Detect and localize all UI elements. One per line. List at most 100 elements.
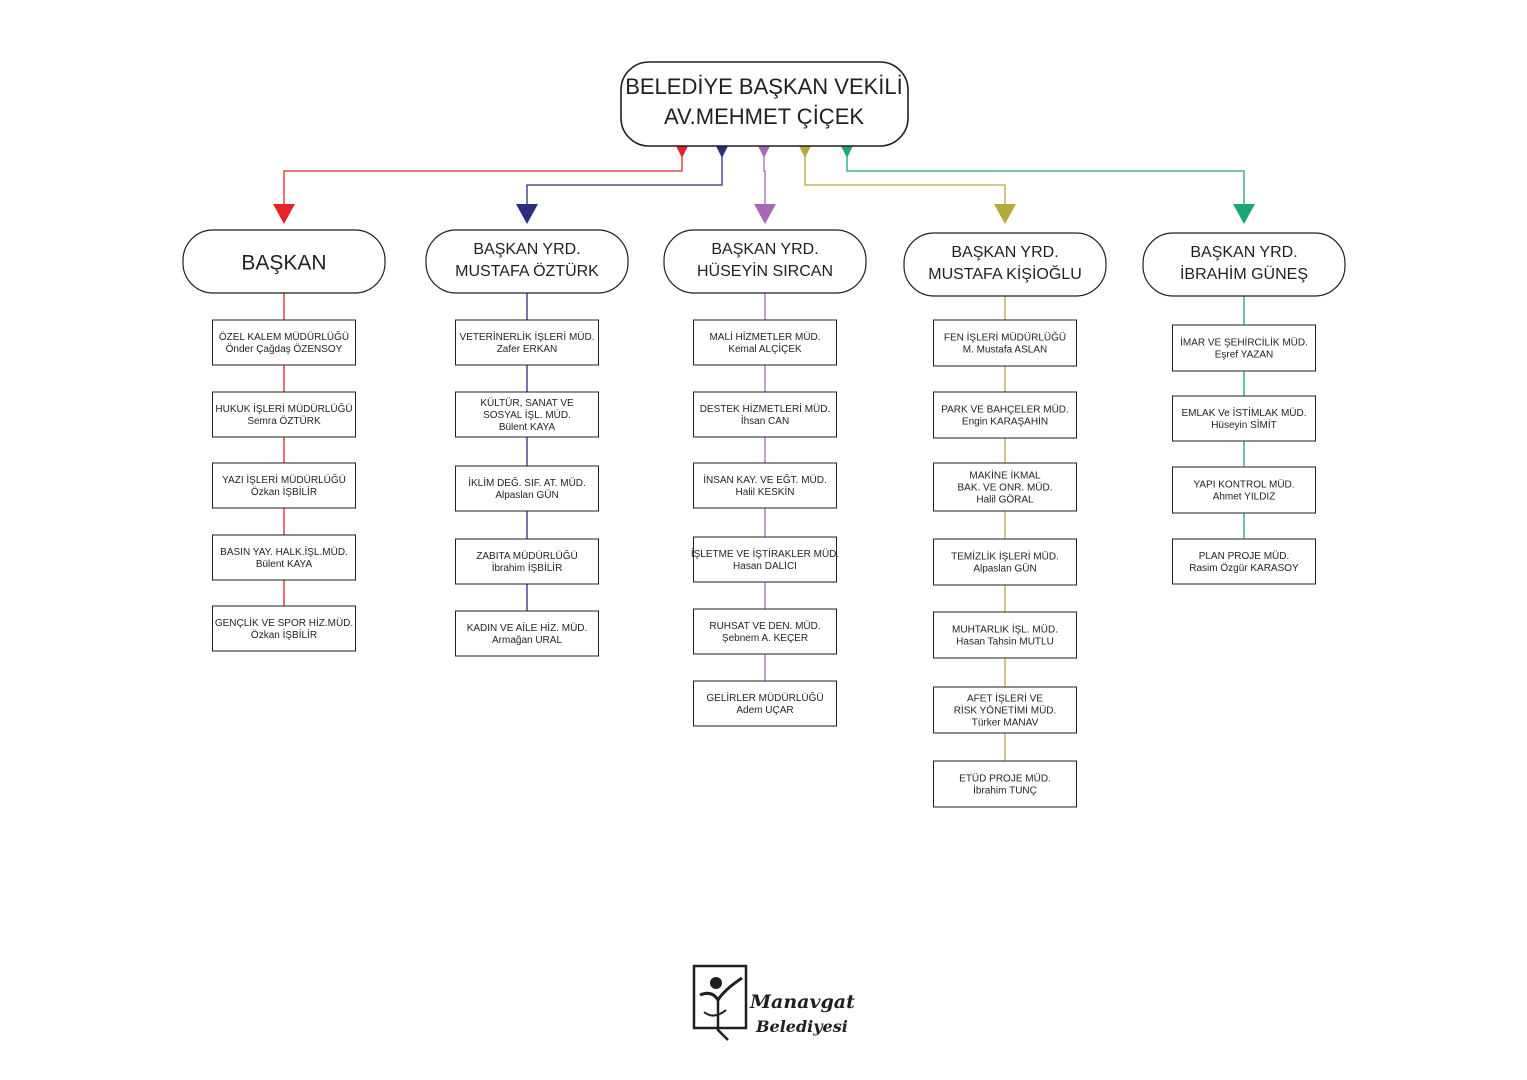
unit-box-frame bbox=[933, 462, 1077, 512]
unit-title-line: GENÇLİK VE SPOR HİZ.MÜD. bbox=[215, 616, 353, 629]
unit-box: ETÜD PROJE MÜD.İbrahim TUNÇ bbox=[933, 760, 1077, 808]
top-node-box bbox=[620, 61, 909, 147]
unit-manager-name: Özkan İŞBİLİR bbox=[251, 628, 317, 641]
unit-box-frame bbox=[212, 391, 356, 438]
unit-title-line: TEMİZLİK İŞLERİ MÜD. bbox=[951, 550, 1059, 563]
unit-title-line: FEN İŞLERİ MÜDÜRLÜĞÜ bbox=[944, 331, 1066, 344]
unit-title-line: MUHTARLIK İŞL. MÜD. bbox=[952, 623, 1058, 636]
unit-manager-name: Rasim Özgür KARASOY bbox=[1189, 562, 1299, 574]
unit-manager-name: Zafer ERKAN bbox=[497, 344, 558, 355]
unit-box-frame bbox=[212, 462, 356, 509]
unit-box: İNSAN KAY. VE EĞT. MÜD.Halil KESKİN bbox=[693, 462, 837, 509]
unit-manager-name: Halil GÖRAL bbox=[976, 494, 1034, 506]
unit-box: EMLAK Ve İSTİMLAK MÜD.Hüseyin SİMİT bbox=[1172, 395, 1316, 442]
unit-title-line: RUHSAT VE DEN. MÜD. bbox=[709, 620, 820, 632]
logo-sub: Belediyesi bbox=[755, 1017, 848, 1036]
unit-box: MALİ HİZMETLER MÜD.Kemal ALÇİÇEK bbox=[693, 319, 837, 366]
unit-box-frame bbox=[693, 319, 837, 366]
unit-manager-name: Semra ÖZTÜRK bbox=[247, 415, 321, 427]
unit-box-frame bbox=[455, 610, 599, 657]
unit-manager-name: Hasan DALICI bbox=[733, 561, 797, 572]
unit-title-line: PARK VE BAHÇELER MÜD. bbox=[941, 404, 1069, 416]
unit-manager-name: Adem UÇAR bbox=[736, 705, 793, 716]
unit-title-line: KÜLTÜR, SANAT VE bbox=[480, 397, 574, 409]
unit-title-line: İKLİM DEĞ. SIF. AT. MÜD. bbox=[468, 476, 586, 489]
unit-manager-name: Bülent KAYA bbox=[256, 559, 313, 570]
unit-box: İŞLETME VE İŞTİRAKLER MÜD.Hasan DALICI bbox=[691, 536, 839, 583]
top-node-line-1: BELEDİYE BAŞKAN VEKİLİ bbox=[625, 74, 903, 99]
unit-title-line: HUKUK İŞLERİ MÜDÜRLÜĞÜ bbox=[215, 402, 352, 415]
head-node-box bbox=[663, 229, 867, 294]
connector-line-4 bbox=[804, 148, 1006, 204]
unit-title-line: YAZI İŞLERİ MÜDÜRLÜĞÜ bbox=[222, 473, 346, 486]
unit-title-line: PLAN PROJE MÜD. bbox=[1199, 550, 1290, 562]
unit-title-line: ETÜD PROJE MÜD. bbox=[959, 773, 1051, 785]
unit-box-frame bbox=[212, 534, 356, 581]
unit-manager-name: Alpaslan GÜN bbox=[973, 563, 1036, 575]
unit-title-line: MAKİNE İKMAL bbox=[969, 469, 1041, 482]
unit-box-frame bbox=[212, 605, 356, 652]
head-node-line-1: BAŞKAN YRD. bbox=[1190, 244, 1297, 261]
unit-box: DESTEK HİZMETLERİ MÜD.İhsan CAN bbox=[693, 391, 837, 438]
unit-box-frame bbox=[933, 391, 1077, 439]
unit-manager-name: Eşref YAZAN bbox=[1215, 350, 1274, 361]
head-node-box bbox=[425, 229, 629, 294]
unit-box: YAPI KONTROL MÜD.Ahmet YILDIZ bbox=[1172, 466, 1316, 514]
unit-title-line: KADIN VE AİLE HİZ. MÜD. bbox=[467, 621, 588, 634]
unit-manager-name: Halil KESKİN bbox=[736, 485, 795, 498]
unit-box: GENÇLİK VE SPOR HİZ.MÜD.Özkan İŞBİLİR bbox=[212, 605, 356, 652]
unit-manager-name: Özkan İŞBİLİR bbox=[251, 485, 317, 498]
logo-word: Manavgat bbox=[749, 991, 855, 1013]
unit-box-frame bbox=[693, 462, 837, 509]
head-node-line-1: BAŞKAN bbox=[241, 252, 326, 275]
unit-title-line: İMAR VE ŞEHİRCİLİK MÜD. bbox=[1180, 336, 1308, 349]
unit-box: VETERİNERLİK İŞLERİ MÜD.Zafer ERKAN bbox=[455, 319, 599, 366]
connector-line-3 bbox=[763, 148, 766, 204]
unit-box: PARK VE BAHÇELER MÜD.Engin KARAŞAHİN bbox=[933, 391, 1077, 439]
logo-emblem-icon bbox=[692, 964, 748, 1041]
unit-box-frame bbox=[1172, 466, 1316, 514]
unit-manager-name: M. Mustafa ASLAN bbox=[963, 345, 1047, 356]
unit-box-frame bbox=[933, 538, 1077, 586]
head-node-line-2: İBRAHİM GÜNEŞ bbox=[1180, 264, 1308, 283]
unit-box-frame bbox=[455, 391, 599, 438]
unit-box: RUHSAT VE DEN. MÜD.Şebnem A. KEÇER bbox=[693, 608, 837, 655]
unit-title-line: RİSK YÖNETİMİ MÜD. bbox=[954, 704, 1057, 717]
unit-box-frame bbox=[693, 608, 837, 655]
unit-title-line: GELİRLER MÜDÜRLÜĞÜ bbox=[706, 691, 823, 704]
head-arrow-2-icon bbox=[516, 204, 538, 224]
unit-manager-name: Bülent KAYA bbox=[499, 422, 556, 433]
unit-manager-name: İhsan CAN bbox=[741, 414, 789, 427]
unit-box-frame bbox=[933, 686, 1077, 734]
unit-title-line: SOSYAL İŞL. MÜD. bbox=[483, 408, 571, 421]
unit-title-line: DESTEK HİZMETLERİ MÜD. bbox=[700, 402, 831, 415]
unit-box-frame bbox=[212, 319, 356, 366]
unit-title-line: YAPI KONTROL MÜD. bbox=[1193, 479, 1294, 491]
unit-title-line: VETERİNERLİK İŞLERİ MÜD. bbox=[459, 330, 594, 343]
unit-box-frame bbox=[933, 760, 1077, 808]
connector-line-2 bbox=[526, 148, 723, 204]
unit-title-line: ZABITA MÜDÜRLÜĞÜ bbox=[476, 549, 578, 562]
head-node-line-1: BAŞKAN YRD. bbox=[473, 241, 580, 258]
unit-manager-name: Armağan URAL bbox=[492, 635, 562, 646]
unit-box-frame bbox=[933, 319, 1077, 367]
connector-line-5 bbox=[846, 148, 1245, 204]
unit-box: İMAR VE ŞEHİRCİLİK MÜD.Eşref YAZAN bbox=[1172, 324, 1316, 372]
unit-box-frame bbox=[455, 465, 599, 512]
column-2: BAŞKAN YRD. MUSTAFA ÖZTÜRK VETERİNERLİK İŞ… bbox=[425, 229, 629, 657]
head-arrow-1-icon bbox=[273, 204, 295, 224]
unit-title-line: EMLAK Ve İSTİMLAK MÜD. bbox=[1181, 406, 1306, 419]
unit-title-line: BASIN YAY. HALK.İŞL.MÜD. bbox=[220, 545, 348, 558]
head-node-line-2: MUSTAFA ÖZTÜRK bbox=[455, 262, 599, 280]
